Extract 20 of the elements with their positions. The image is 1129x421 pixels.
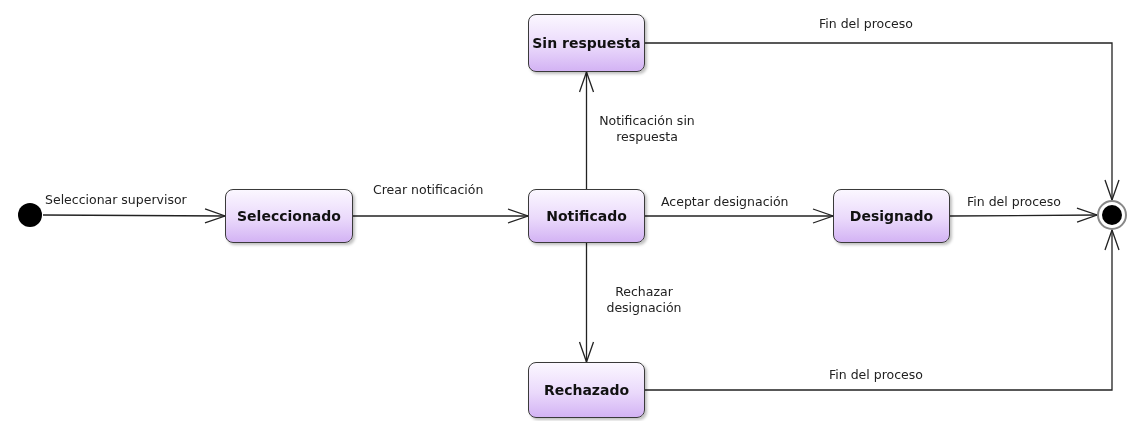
transition-arrow [644, 208, 834, 224]
state-box: Seleccionado [225, 189, 353, 243]
transition-arrow [644, 229, 1120, 391]
edge-label: Aceptar designación [660, 194, 790, 210]
state-box: Rechazado [528, 362, 645, 418]
transition-arrow [42, 208, 226, 224]
state-box: Sin respuesta [528, 14, 645, 72]
transition-arrow [352, 208, 529, 224]
edge-label: Fin del proceso [828, 367, 924, 383]
edge-label: Seleccionar supervisor [44, 192, 188, 208]
transition-arrow [578, 71, 595, 190]
initial-state-circle [17, 202, 43, 228]
edge-label: Fin del proceso [818, 16, 914, 32]
state-box: Designado [833, 189, 950, 243]
transition-arrow [949, 207, 1098, 223]
transition-arrow [644, 42, 1120, 201]
final-state-circle [1097, 200, 1127, 230]
transition-arrow [578, 242, 595, 363]
edge-label: Fin del proceso [966, 194, 1062, 210]
state-box: Notificado [528, 189, 645, 243]
